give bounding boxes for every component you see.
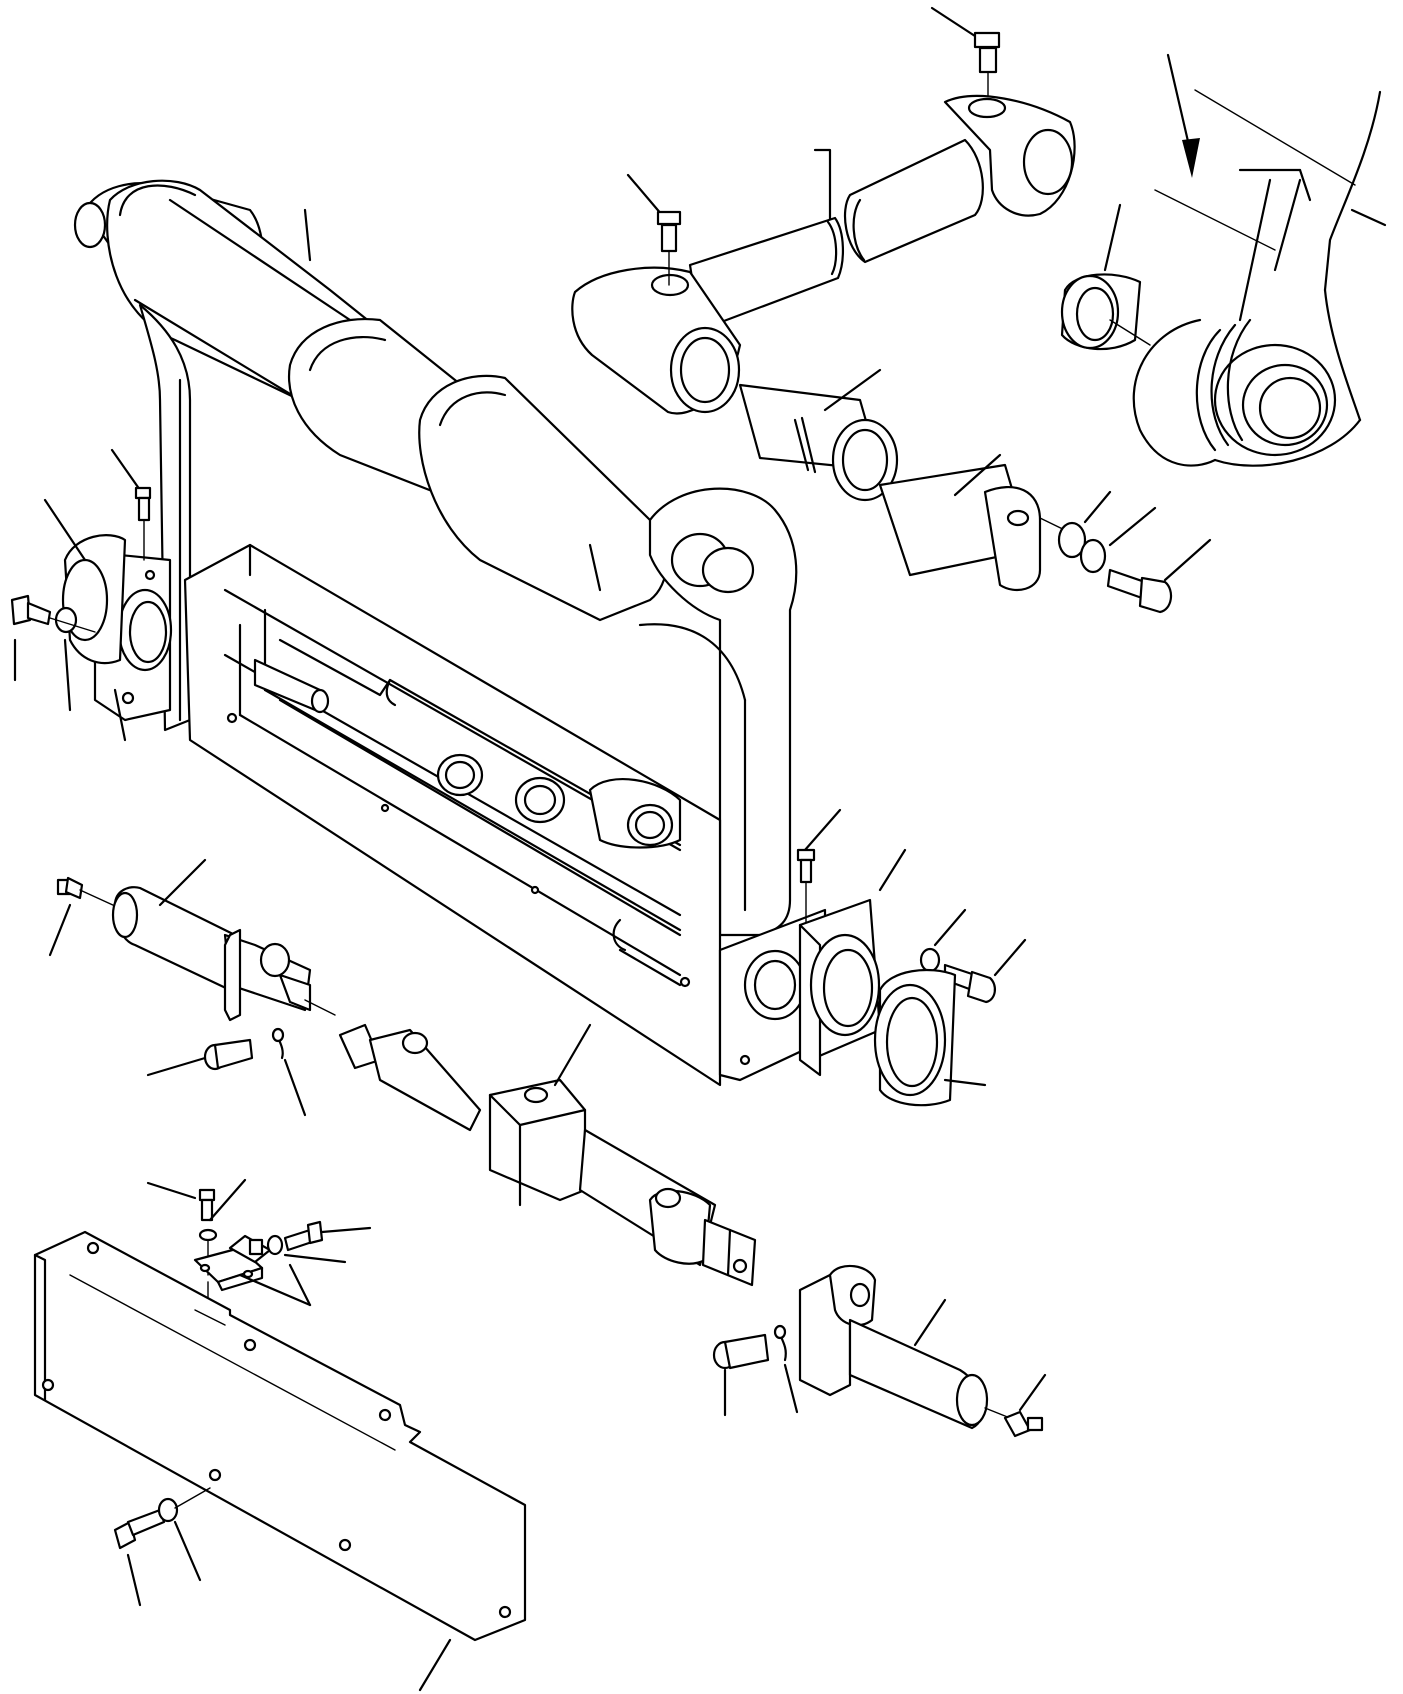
bolt-washer-bottom [115, 1488, 210, 1605]
cylinder-right [800, 1266, 1045, 1436]
bolt-small-top [148, 1180, 245, 1220]
retaining-pin-plate [880, 455, 1075, 590]
grease-nipple-top [932, 8, 999, 100]
bolt-washer-left [12, 596, 125, 740]
link-pin-assembly [572, 96, 1074, 413]
clevis-pin-left [148, 1040, 252, 1075]
cylinder-main [340, 1025, 755, 1285]
lift-arm [1134, 90, 1385, 466]
cylinder-left [113, 860, 335, 1020]
cover-plate [35, 1232, 525, 1690]
washer-bolt-clip [268, 1222, 370, 1262]
bushing-upper [740, 370, 897, 500]
bushing-ring-lower-right [875, 970, 985, 1105]
grease-nipple-cyl-left [50, 878, 115, 955]
arrow-indicator [1168, 55, 1200, 178]
main-frame [75, 181, 825, 1085]
bushing-ring-right [1062, 205, 1150, 349]
cotter-pin-left [273, 1029, 305, 1115]
clip-bracket [195, 1236, 310, 1320]
washers-bolt-right [1059, 492, 1210, 612]
grease-nipple-left [112, 450, 150, 560]
grease-nipple-link [628, 175, 680, 285]
cotter-pin-right [775, 1326, 797, 1412]
bushing-ring-left [45, 500, 125, 663]
clevis-pin-right [714, 1335, 768, 1415]
flange-block-right [800, 850, 905, 1075]
